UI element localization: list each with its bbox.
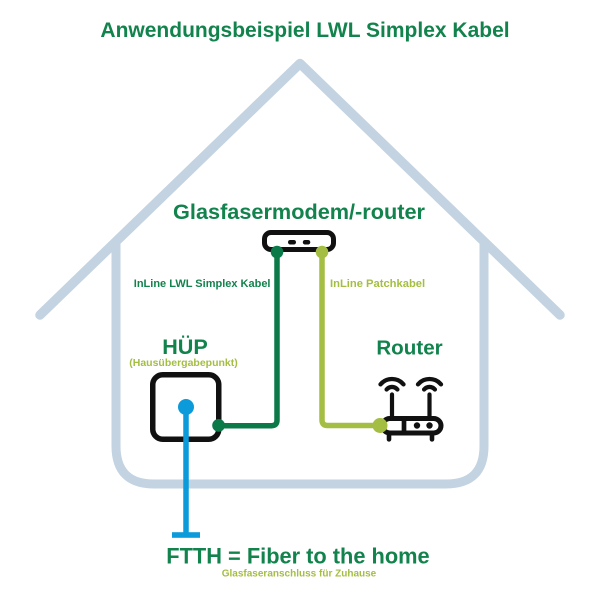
svg-text:InLine LWL Simplex Kabel: InLine LWL Simplex Kabel	[134, 278, 271, 290]
svg-text:(Hausübergabepunkt): (Hausübergabepunkt)	[129, 357, 238, 369]
svg-text:HÜP: HÜP	[162, 334, 208, 359]
svg-text:Anwendungsbeispiel LWL Simplex: Anwendungsbeispiel LWL Simplex Kabel	[100, 19, 509, 42]
svg-text:Glasfaseranschluss für Zuhause: Glasfaseranschluss für Zuhause	[222, 569, 377, 580]
svg-text:FTTH = Fiber to the home: FTTH = Fiber to the home	[166, 544, 429, 569]
svg-text:InLine Patchkabel: InLine Patchkabel	[330, 278, 425, 290]
svg-text:Glasfasermodem/-router: Glasfasermodem/-router	[173, 199, 425, 224]
svg-text:Router: Router	[376, 336, 442, 359]
